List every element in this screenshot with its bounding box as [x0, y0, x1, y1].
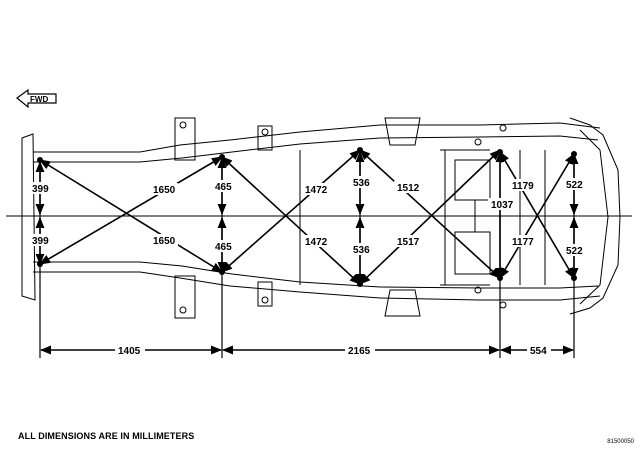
dim-diag-tail-lower: 1177	[512, 237, 534, 248]
forward-arrow-icon: FWD	[16, 88, 57, 109]
dim-front-lower-half: 399	[32, 236, 49, 247]
width-measurements	[35, 150, 579, 286]
dim-length-front: 1405	[118, 346, 141, 357]
dim-front-upper-half: 399	[32, 184, 49, 195]
diagonal-measurements	[39, 149, 575, 285]
measurement-points	[37, 147, 577, 287]
dim-diag-mid-lower: 1472	[305, 237, 328, 248]
dim-second-upper-half: 465	[215, 182, 232, 193]
dim-second-lower-half: 465	[215, 242, 232, 253]
dim-diag-rear-lower: 1517	[397, 237, 420, 248]
forward-label: FWD	[30, 95, 48, 104]
dim-length-mid: 2165	[348, 346, 371, 357]
dim-third-upper-half: 536	[353, 178, 370, 189]
dimension-labels: 399 399 1650 1650 465 465 1472 1472 536 …	[28, 176, 587, 357]
dim-diag-front-lower: 1650	[153, 236, 176, 247]
dim-third-lower-half: 536	[353, 245, 370, 256]
dim-tail-upper-half: 522	[566, 180, 583, 191]
dim-tail-lower-half: 522	[566, 246, 583, 257]
figure-code: 81500050	[607, 439, 634, 445]
dim-diag-tail-upper: 1179	[512, 181, 534, 192]
frame-outline	[21, 117, 621, 319]
dim-diag-mid-upper: 1472	[305, 185, 328, 196]
units-note: ALL DIMENSIONS ARE IN MILLIMETERS	[18, 431, 195, 441]
dim-diag-front-upper: 1650	[153, 185, 176, 196]
reference-lines	[39, 150, 575, 358]
dim-length-rear: 554	[530, 346, 547, 357]
dim-fourth-width: 1037	[491, 200, 514, 211]
dim-diag-rear-upper: 1512	[397, 183, 420, 194]
